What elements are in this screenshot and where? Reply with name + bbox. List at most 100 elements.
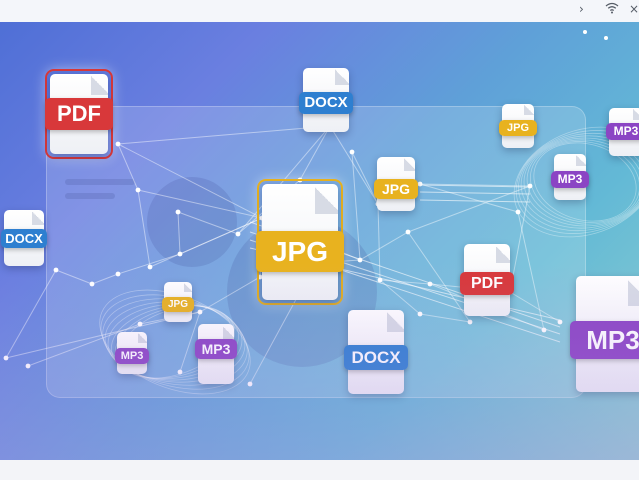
pdf-file-icon: PDF <box>460 244 514 316</box>
page-fold-icon <box>90 74 108 95</box>
node-dot <box>115 271 121 277</box>
connection-line <box>55 269 93 285</box>
page-fold-icon <box>576 154 586 166</box>
jpg-file-icon: JPG <box>255 184 345 300</box>
orbit-ring <box>529 141 639 223</box>
mp3-file-icon: MP3 <box>195 324 237 384</box>
page-fold-icon <box>138 332 147 343</box>
file-type-label: MP3 <box>570 321 639 359</box>
node-dot <box>527 183 533 189</box>
page-fold-icon <box>524 104 534 116</box>
connection-line <box>117 143 139 191</box>
node-dot <box>235 231 241 237</box>
connection-line <box>249 291 301 385</box>
node-dot <box>583 30 587 34</box>
connection-line <box>517 211 545 331</box>
mp3-file-icon: MP3 <box>570 276 639 392</box>
bottom-bar <box>0 460 639 480</box>
mp3-file-icon: MP3 <box>606 108 639 156</box>
node-dot <box>377 277 383 283</box>
connection-line <box>91 273 119 285</box>
connection-line <box>351 151 379 205</box>
page-fold-icon <box>627 276 639 307</box>
connection-line <box>377 203 381 281</box>
file-type-label: DOCX <box>343 345 409 370</box>
pdf-file-icon: PDF <box>45 74 113 154</box>
node-dot <box>53 267 59 273</box>
connection-line <box>419 183 519 213</box>
page-fold-icon <box>32 210 44 225</box>
jpg-file-icon: JPG <box>161 282 195 322</box>
connection-line <box>379 279 421 315</box>
node-dot <box>467 319 473 325</box>
node-dot <box>177 251 183 257</box>
page-fold-icon <box>223 324 234 340</box>
window-title-bar: › × <box>0 0 639 22</box>
connection-line <box>117 253 181 275</box>
file-type-label: PDF <box>45 98 113 130</box>
node-dot <box>357 257 363 263</box>
file-type-label: MP3 <box>195 339 237 359</box>
node-dot <box>175 209 181 215</box>
file-type-label: DOCX <box>0 229 48 248</box>
orbit-ring <box>533 142 637 222</box>
orbit-ring <box>518 132 639 232</box>
file-type-label: JPG <box>255 231 345 272</box>
close-icon[interactable]: × <box>629 2 639 16</box>
connection-line <box>509 291 561 323</box>
page-fold-icon <box>335 68 349 85</box>
connection-line <box>177 211 239 235</box>
file-type-label: DOCX <box>299 92 353 114</box>
node-dot <box>257 274 263 280</box>
node-dot <box>3 355 9 361</box>
file-type-label: MP3 <box>551 171 589 188</box>
orbit-ring <box>515 130 639 234</box>
mp3-file-icon: MP3 <box>114 332 150 374</box>
node-dot <box>89 281 95 287</box>
node-dot <box>515 209 521 215</box>
connection-line <box>379 279 431 285</box>
chevron-right-icon[interactable]: › <box>579 2 584 16</box>
docx-file-icon: DOCX <box>0 210 48 266</box>
orbit-ring <box>523 137 639 227</box>
orbit-ring <box>513 126 639 238</box>
connection-line <box>5 269 57 359</box>
node-dot <box>135 187 141 193</box>
node-dot <box>417 311 423 317</box>
ghost-text-line <box>65 179 135 185</box>
node-dot <box>557 319 563 325</box>
connection-line <box>419 199 531 203</box>
node-dot <box>405 229 411 235</box>
wifi-icon <box>605 2 619 17</box>
connection-line <box>419 183 531 187</box>
orbit-ring <box>526 139 639 225</box>
connection-line <box>149 217 263 268</box>
node-dot <box>427 281 433 287</box>
connection-line <box>137 189 151 268</box>
orbit-ring <box>520 135 639 229</box>
connection-line <box>419 191 531 195</box>
connection-line <box>299 125 331 181</box>
ghost-avatar-shape <box>147 177 237 267</box>
node-dot <box>25 363 31 369</box>
connection-line <box>359 231 409 261</box>
file-type-label: JPG <box>499 120 537 136</box>
node-dot <box>604 36 608 40</box>
node-dot <box>197 309 203 315</box>
connection-line <box>179 311 201 373</box>
file-type-label: JPG <box>373 179 419 199</box>
connection-line <box>117 125 331 145</box>
node-dot <box>147 264 153 270</box>
node-dot <box>177 369 183 375</box>
page-fold-icon <box>387 310 404 332</box>
page-fold-icon <box>403 157 415 172</box>
file-type-label: MP3 <box>606 123 639 140</box>
connection-line <box>27 323 141 367</box>
connection-line <box>351 151 361 261</box>
node-dot <box>115 141 121 147</box>
page-fold-icon <box>496 244 510 263</box>
connection-line <box>179 217 263 255</box>
node-dot <box>137 321 143 327</box>
node-dot <box>247 381 253 387</box>
